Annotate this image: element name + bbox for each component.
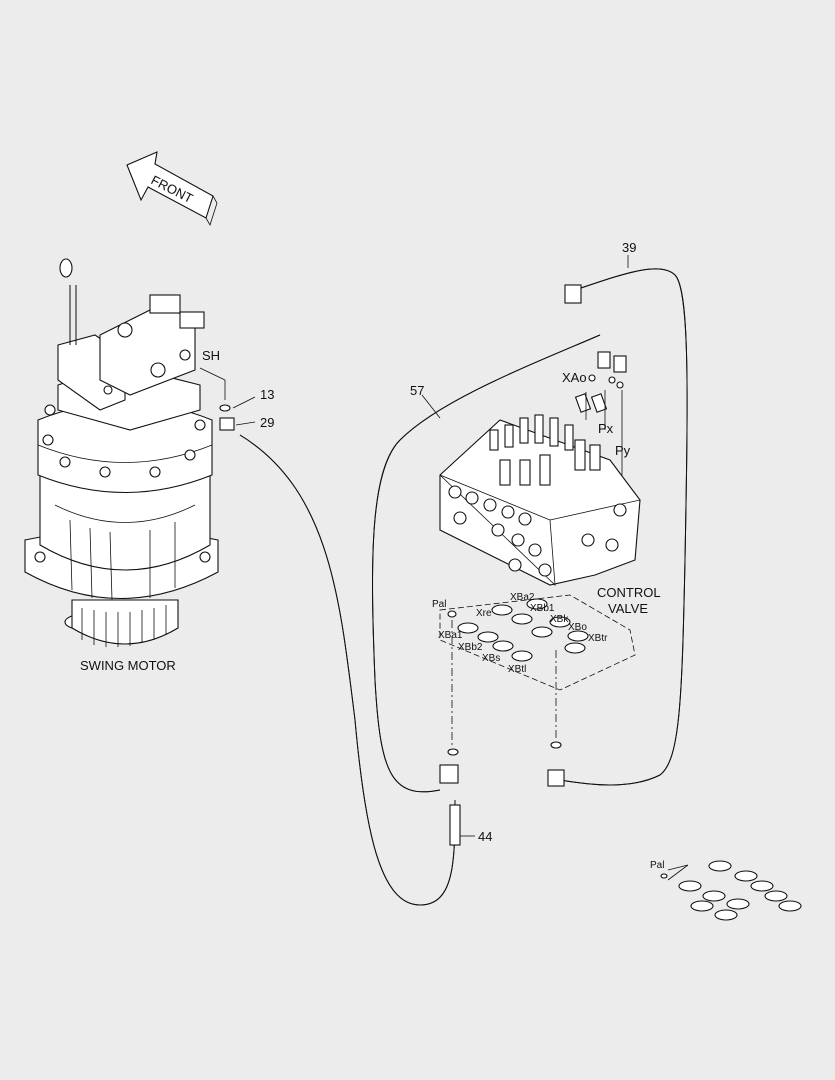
py-port-label: Py <box>615 443 631 458</box>
control-valve-caption-2: VALVE <box>608 601 648 616</box>
swing-motor-caption: SWING MOTOR <box>80 658 176 673</box>
gasket-label-xbb1: XBb1 <box>530 603 555 614</box>
gasket-label-pal: Pal <box>432 599 446 610</box>
hose-44 <box>239 434 461 906</box>
hose-57 <box>372 334 601 793</box>
front-arrow: FRONT <box>126 151 218 226</box>
elbow-fitting-29 <box>219 417 235 431</box>
px-port-label: Px <box>598 421 614 436</box>
gasket-label-xbb2: XBb2 <box>458 642 483 653</box>
detail-gasket-pal: Pal <box>650 860 664 871</box>
gasket-label-xbs: XBs <box>482 653 500 664</box>
gasket-label-xre: Xre <box>476 608 492 619</box>
gasket-label-xba2: XBa2 <box>510 592 535 603</box>
swing-motor <box>24 258 219 647</box>
callout-44: 44 <box>478 829 492 844</box>
xao-port-label: XAo <box>562 370 587 385</box>
gasket-label-xbo: XBo <box>568 622 587 633</box>
callout-57: 57 <box>410 383 424 398</box>
control-valve <box>439 351 641 587</box>
callout-13: 13 <box>260 387 274 402</box>
callout-29: 29 <box>260 415 274 430</box>
gasket-plate <box>439 594 636 691</box>
gasket-label-xbtr: XBtr <box>588 633 608 644</box>
detail-gasket-set <box>660 860 802 921</box>
gasket-label-xbk: XBk <box>550 614 569 625</box>
control-valve-caption-1: CONTROL <box>597 585 661 600</box>
o-ring-13 <box>219 404 231 412</box>
gasket-label-xbtl: XBtl <box>508 664 526 675</box>
sh-port-label: SH <box>202 348 220 363</box>
callout-39: 39 <box>622 240 636 255</box>
gasket-label-xba1: XBa1 <box>438 630 463 641</box>
hose-39 <box>547 268 688 787</box>
